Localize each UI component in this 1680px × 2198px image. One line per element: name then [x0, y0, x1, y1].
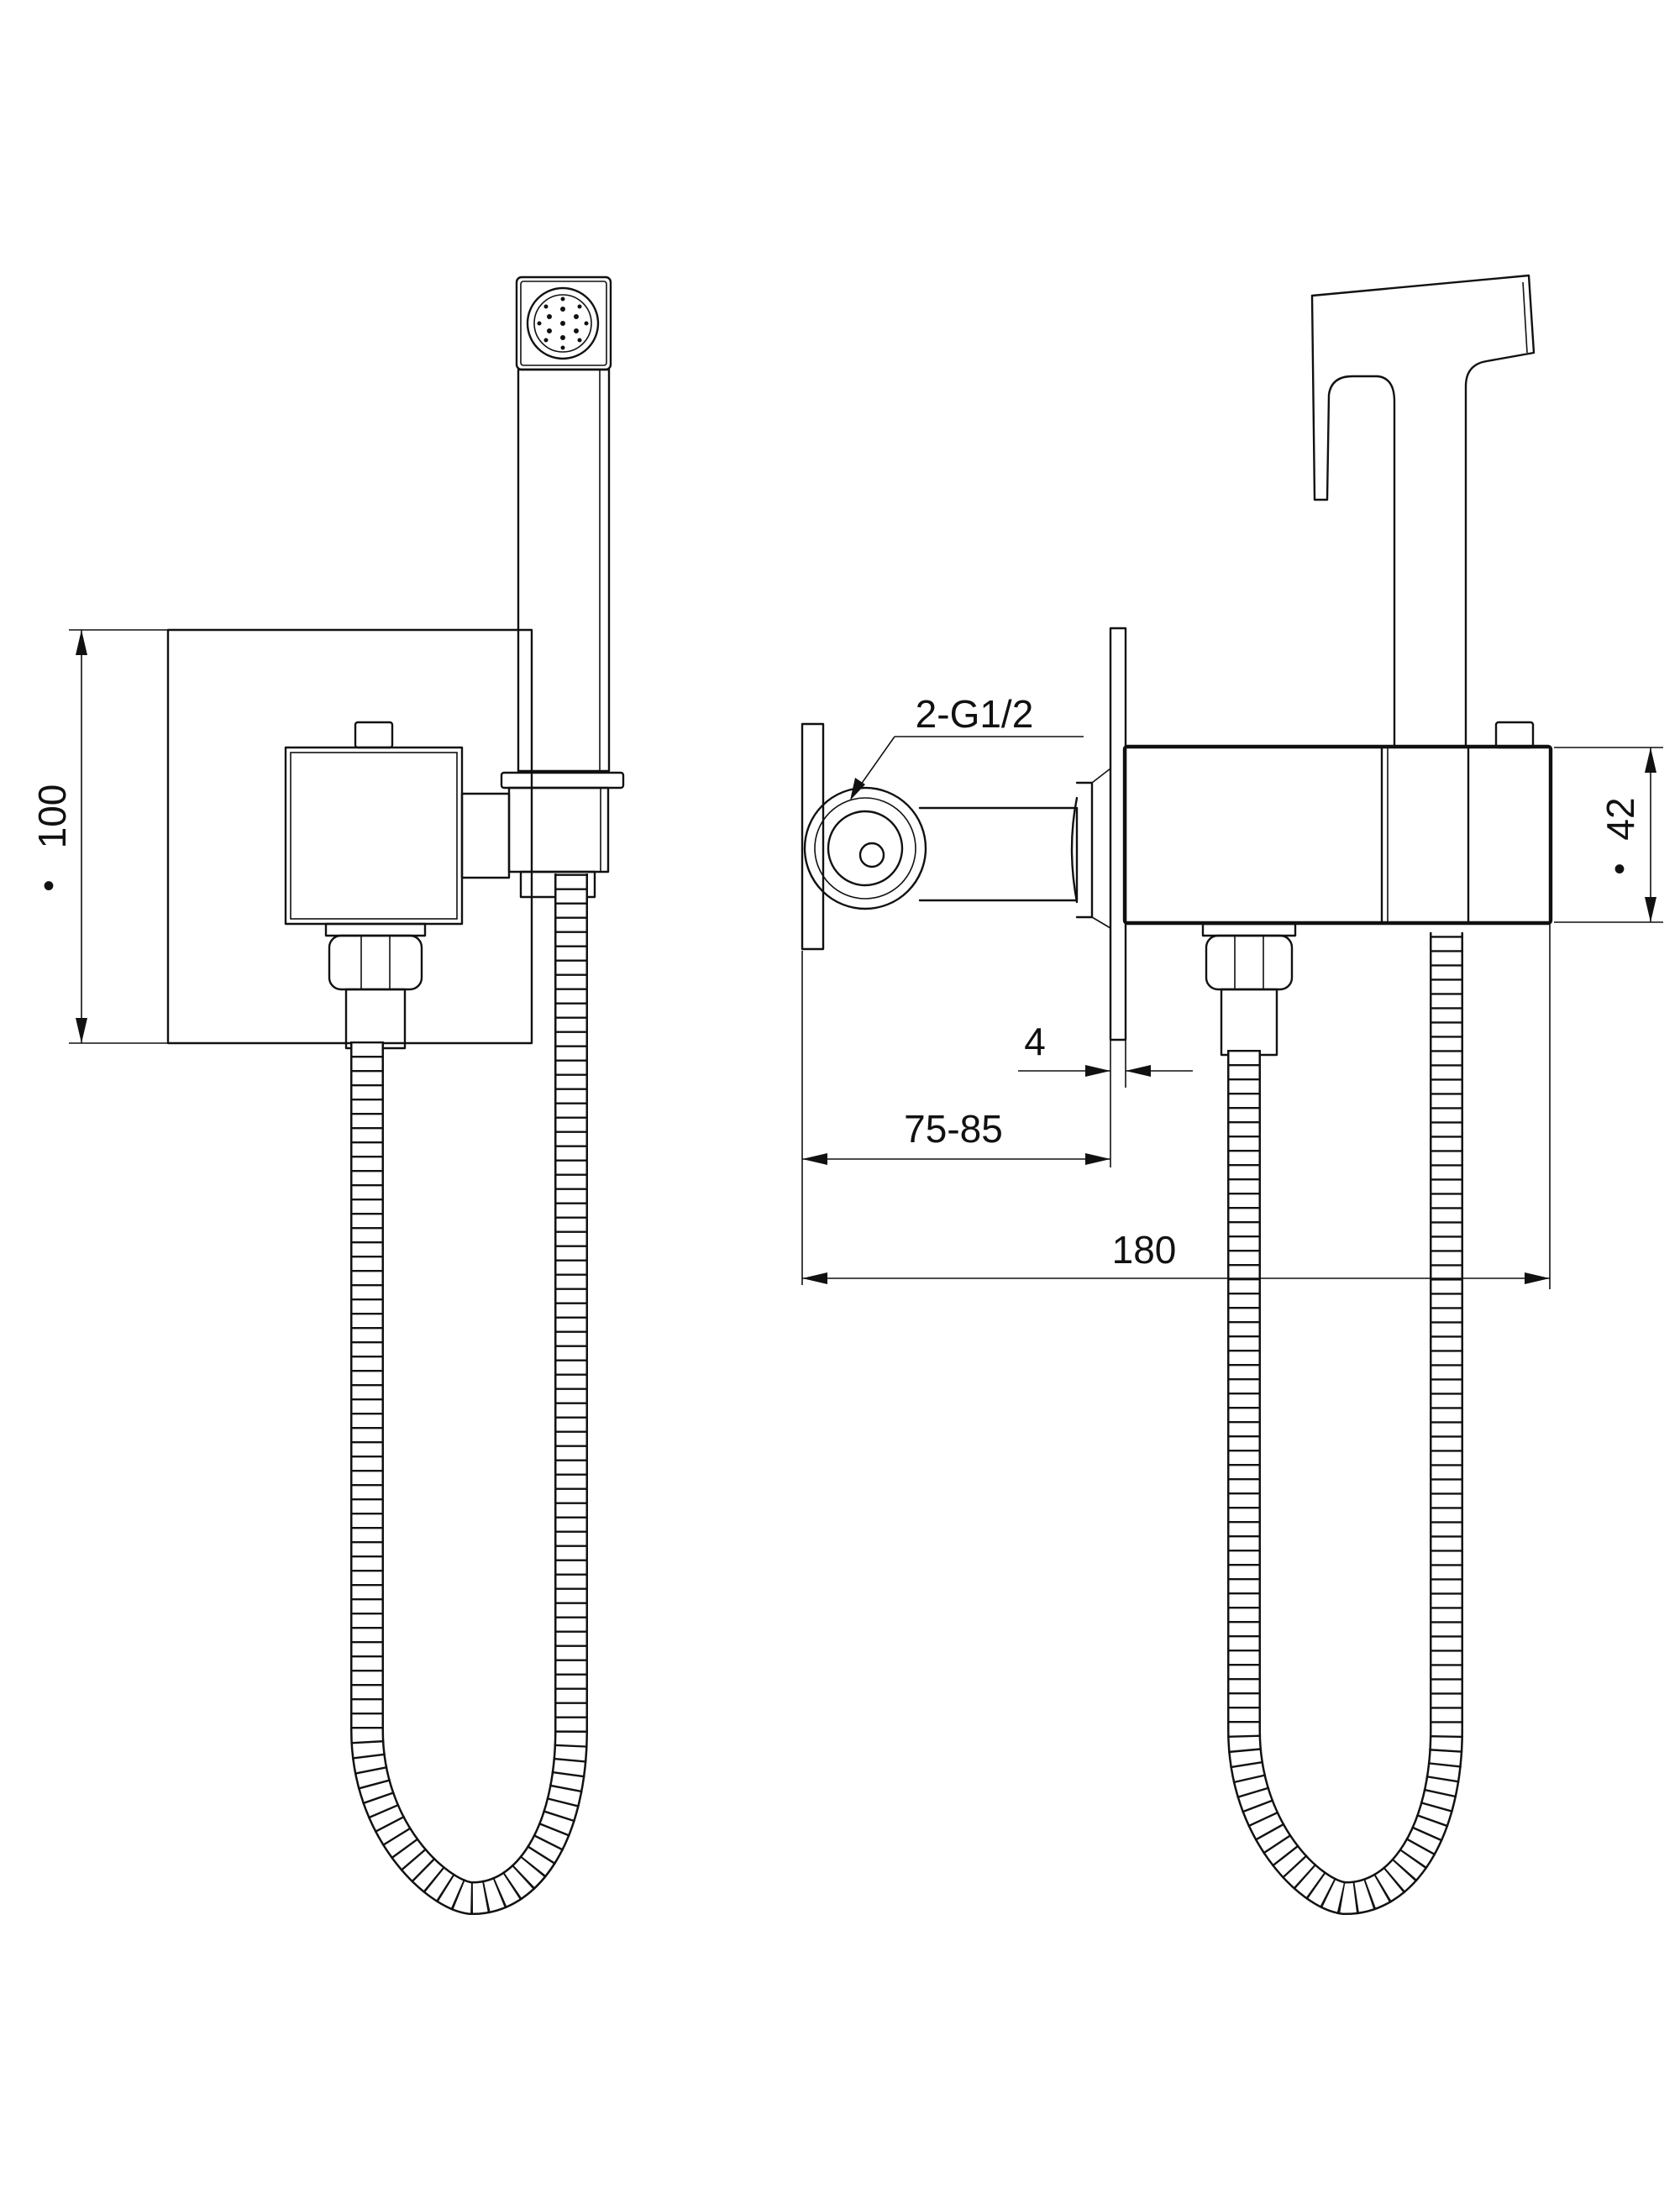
thread-label: 2-G1/2: [916, 692, 1034, 736]
valve-body-front: [284, 746, 464, 926]
body-height-symbol: •: [1614, 851, 1625, 888]
dimension-total-length: 180: [802, 924, 1551, 1289]
depth-range-value: 75-85: [904, 1107, 1003, 1151]
flexible-hose-front: [367, 873, 571, 1898]
dimension-plate-height: 100 •: [30, 629, 168, 1044]
flexible-hose-side: [1244, 932, 1446, 1898]
hand-shower-side: [1310, 274, 1536, 749]
plate-thickness-value: 4: [1024, 1020, 1046, 1063]
plate-height-symbol: •: [43, 868, 55, 905]
hand-shower-front: [515, 275, 612, 773]
dimension-plate-thickness: 4: [1018, 1020, 1193, 1088]
dimension-body-height: 42 •: [1554, 747, 1663, 923]
plate-height-value: 100: [30, 784, 74, 849]
thread-callout: 2-G1/2: [850, 692, 1084, 800]
wall-plate: [166, 628, 533, 1045]
total-length-value: 180: [1112, 1228, 1177, 1272]
dimension-depth-range: 75-85: [801, 951, 1111, 1285]
spray-head-icon: [526, 286, 600, 360]
valve-body-side: [1124, 746, 1551, 924]
handle-holder: [500, 771, 625, 789]
body-height-value: 42: [1599, 797, 1642, 840]
front-view: [166, 275, 625, 1898]
side-view: [801, 274, 1553, 1898]
